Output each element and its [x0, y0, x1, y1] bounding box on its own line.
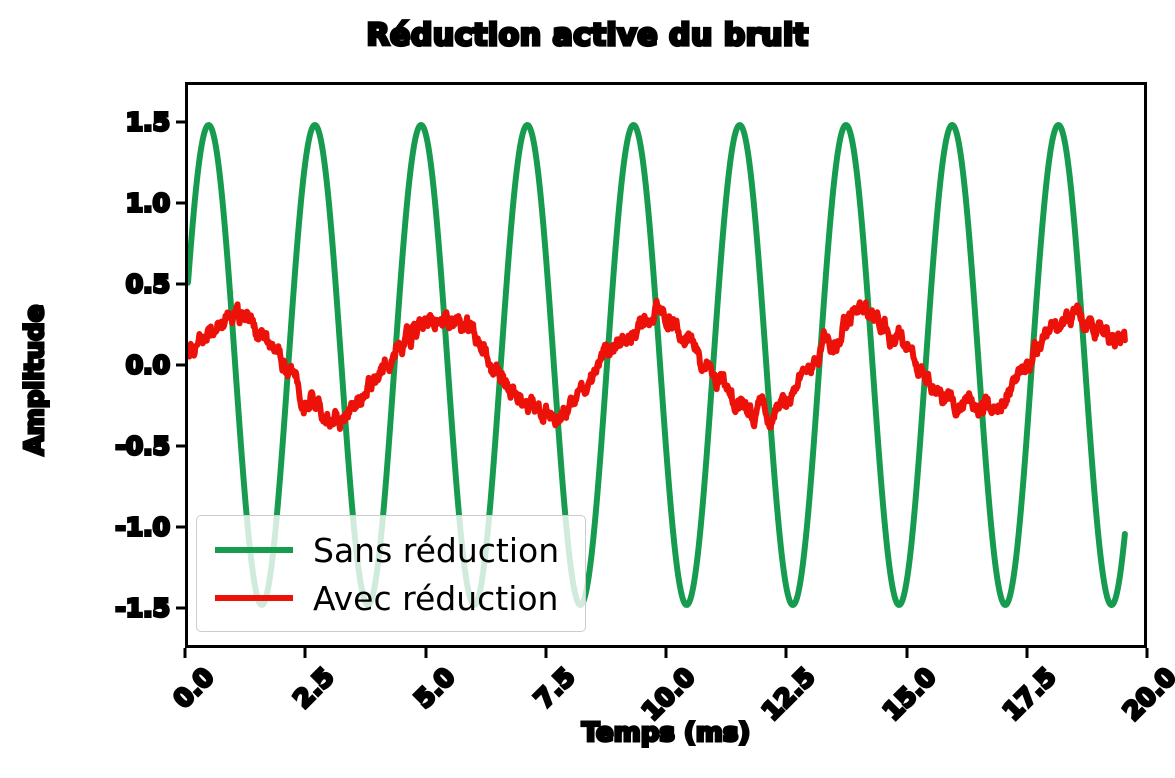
x-tick-label: 20.0 [1116, 660, 1175, 727]
x-tick-label: 12.5 [755, 660, 822, 727]
y-tick-mark [176, 282, 186, 286]
plot-curves [188, 122, 1128, 608]
x-tick-mark [1025, 648, 1029, 658]
x-tick-label: 10.0 [635, 660, 702, 727]
legend-label: Avec réduction [313, 578, 559, 618]
x-tick-mark [303, 648, 307, 658]
x-tick-mark [183, 648, 187, 658]
x-tick-mark [424, 648, 427, 658]
x-tick-label: 0.0 [166, 660, 221, 715]
y-tick-mark [176, 444, 186, 448]
y-tick-label: -0.5 [114, 430, 172, 462]
x-tick-label: 2.5 [286, 660, 341, 715]
x-tick-label: 15.0 [875, 660, 942, 727]
x-tick-mark [1145, 648, 1149, 658]
legend-item-sans-reduction: Sans réduction [197, 526, 585, 574]
y-tick-mark [176, 525, 186, 529]
y-tick-label: 0.5 [124, 268, 171, 300]
legend-swatch-red [215, 595, 293, 601]
y-tick-label: -1.5 [114, 592, 172, 624]
y-tick-label: -1.0 [114, 511, 172, 543]
y-axis-label: Amplitude [19, 303, 52, 457]
y-tick-label: 1.0 [124, 187, 171, 219]
y-tick-label: 0.0 [124, 349, 171, 381]
x-tick-mark [544, 648, 548, 658]
y-tick-mark [176, 201, 186, 205]
x-tick-label: 5.0 [407, 660, 462, 715]
chart-legend: Sans réduction Avec réduction [196, 515, 586, 632]
legend-swatch-green [215, 547, 293, 553]
y-tick-label: 1.5 [124, 106, 171, 138]
x-tick-mark [784, 648, 788, 658]
x-axis-label: Temps (ms) [580, 717, 751, 750]
x-tick-label: 7.5 [527, 660, 582, 715]
x-tick-label: 17.5 [996, 660, 1063, 727]
legend-label: Sans réduction [313, 530, 560, 570]
y-tick-mark [176, 120, 186, 124]
chart-title: Réduction active du bruit [365, 16, 810, 54]
y-tick-mark [176, 606, 186, 610]
y-tick-mark [176, 363, 186, 367]
legend-item-avec-reduction: Avec réduction [197, 574, 585, 622]
series-line-avec-reduction [188, 297, 1128, 432]
x-tick-mark [664, 648, 668, 658]
x-tick-mark [905, 648, 908, 658]
